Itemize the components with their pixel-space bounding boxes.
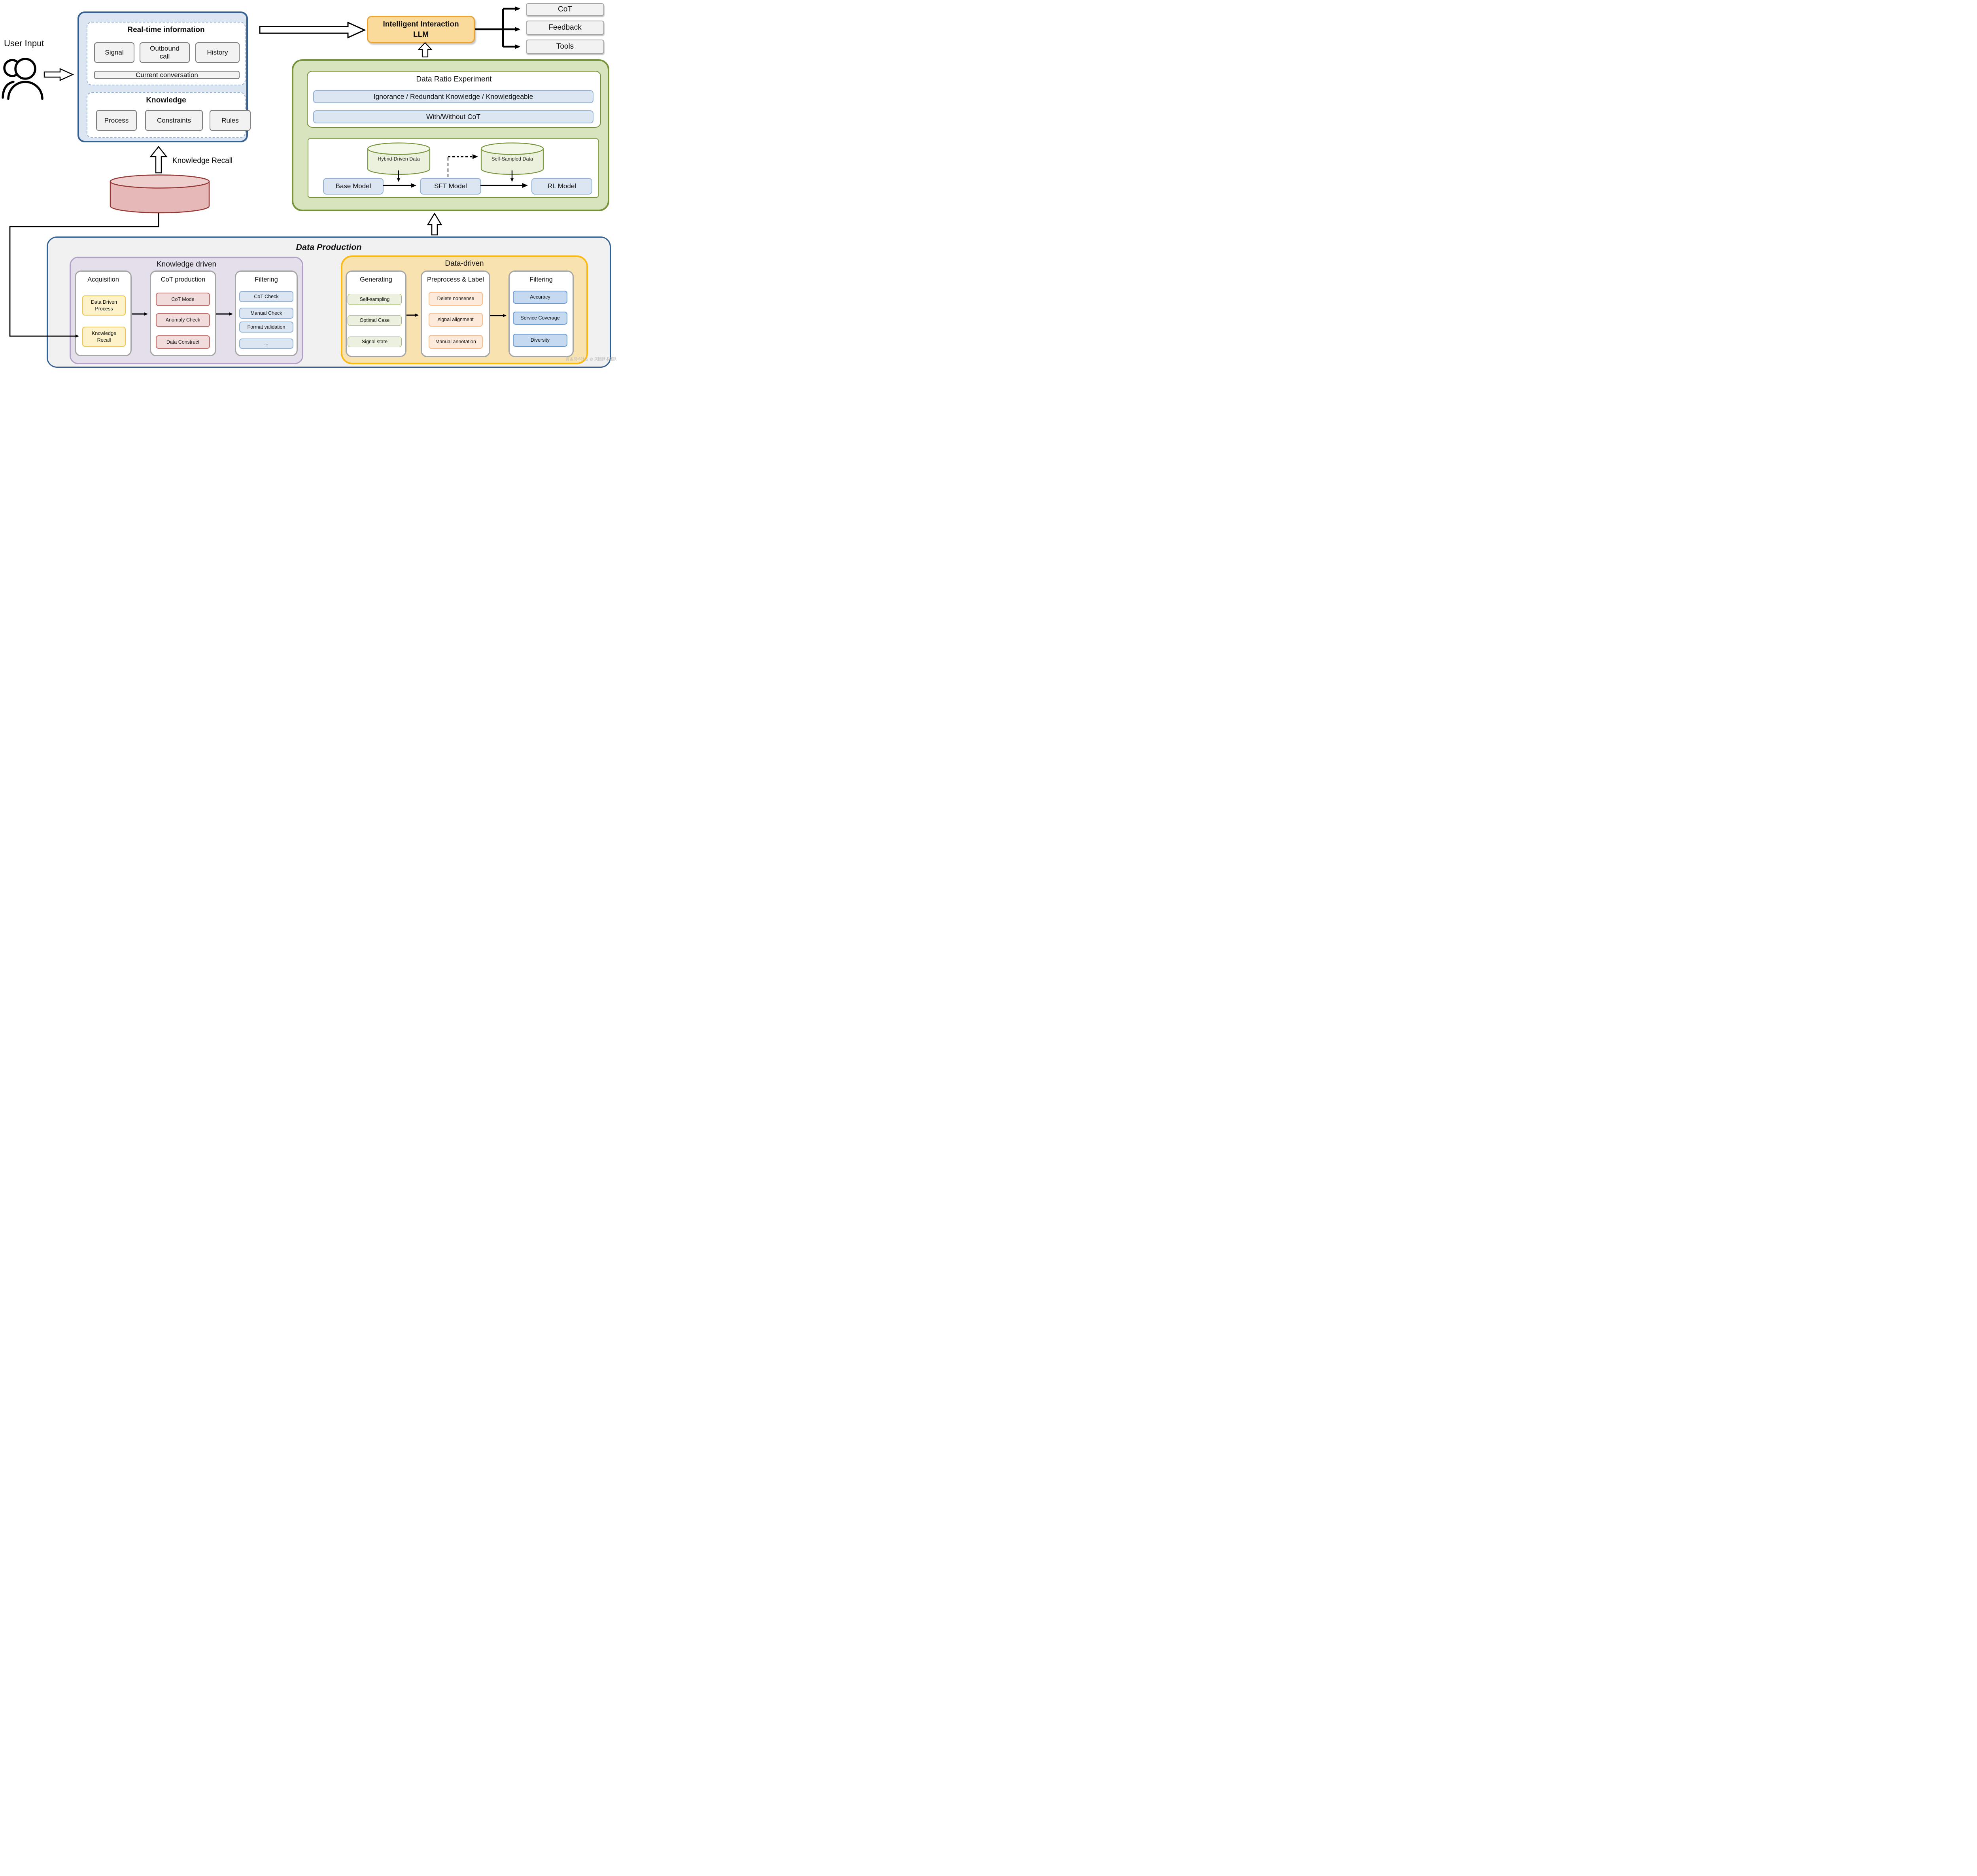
signal-state-box: Signal state — [348, 337, 402, 347]
cot-mode-box: CoT Mode — [156, 293, 210, 306]
data-production-title: Data Production — [296, 242, 362, 252]
knowledge-recall-box: Knowledge Recall — [82, 327, 126, 347]
experiment-settings-box: Data Ratio Experiment Ignorance / Redund… — [307, 71, 601, 128]
output-cot-box: CoT — [526, 3, 604, 16]
anomaly-check-box: Anomaly Check — [156, 313, 210, 327]
production-to-experiment-arrow — [427, 212, 442, 236]
llm-box: Intelligent Interaction LLM — [367, 16, 475, 43]
llm-title-line1: Intelligent Interaction — [383, 20, 459, 28]
llm-output-branches — [475, 6, 520, 49]
experiment-bar-cot: With/Without CoT — [313, 110, 593, 123]
rules-box: Rules — [210, 110, 251, 131]
sft-model-box: SFT Model — [420, 178, 481, 195]
delete-nonsense-box: Delete nonsense — [429, 292, 483, 306]
optimal-case-box: Optimal Case — [348, 315, 402, 326]
watermark: 掘金技术社区 @ 美团技术团队 — [566, 357, 617, 361]
format-validation-box: Format validation — [239, 321, 293, 333]
knowledge-recall-label: Knowledge Recall — [172, 157, 233, 165]
output-tools-box: Tools — [526, 40, 604, 54]
realtime-section: Real-time information Signal Outbound ca… — [87, 22, 246, 85]
more-filters-box: ... — [239, 339, 293, 349]
hybrid-data-label: Hybrid-Driven Data — [378, 156, 420, 162]
signal-alignment-box: signal alignment — [429, 313, 483, 327]
self-sampling-box: Self-sampling — [348, 294, 402, 305]
dd-filtering-title: Filtering — [529, 276, 553, 283]
llm-title: Intelligent Interaction LLM — [383, 19, 459, 40]
data-construct-box: Data Construct — [156, 335, 210, 349]
user-to-context-arrow — [43, 68, 74, 81]
architecture-diagram: User Input Real-time information Signal … — [0, 0, 620, 371]
llm-title-line2: LLM — [413, 30, 429, 39]
diversity-box: Diversity — [513, 334, 567, 347]
self-sampled-data-label: Self-Sampled Data — [491, 156, 533, 162]
rl-model-box: RL Model — [531, 178, 592, 195]
history-box: History — [195, 42, 240, 63]
generating-title: Generating — [360, 276, 392, 283]
manual-annotation-box: Manual annotation — [429, 335, 483, 349]
realtime-title: Real-time information — [127, 26, 205, 34]
preprocess-label-title: Preprocess & Label — [427, 276, 484, 283]
data-driven-process-box: Data Driven Process — [82, 295, 126, 316]
knowledge-driven-title: Knowledge driven — [156, 260, 217, 269]
knowledge-title: Knowledge — [146, 96, 186, 104]
knowledge-section: Knowledge Process Constraints Rules — [87, 92, 251, 138]
experiment-title: Data Ratio Experiment — [416, 75, 492, 83]
constraints-box: Constraints — [145, 110, 203, 131]
service-coverage-box: Service Coverage — [513, 312, 567, 325]
manual-check-box: Manual Check — [239, 308, 293, 319]
experiment-bar-knowledge: Ignorance / Redundant Knowledge / Knowle… — [313, 90, 593, 103]
user-input-label: User Input — [4, 38, 44, 48]
kd-filtering-title: Filtering — [255, 276, 278, 283]
signal-box: Signal — [94, 42, 134, 63]
accuracy-box: Accuracy — [513, 291, 567, 304]
data-driven-title: Data-driven — [445, 259, 484, 268]
cot-production-title: CoT production — [161, 276, 206, 283]
knowledge-database-label: Knowledge Database — [127, 193, 193, 201]
experiment-pipeline-box: Base Model SFT Model RL Model — [308, 138, 599, 198]
recall-up-arrow — [149, 146, 168, 174]
context-panel: Real-time information Signal Outbound ca… — [77, 11, 251, 142]
context-to-llm-arrow — [259, 21, 366, 39]
outbound-call-box: Outbound call — [140, 42, 190, 63]
process-box: Process — [96, 110, 137, 131]
cot-check-box: CoT Check — [239, 291, 293, 302]
acquisition-title: Acquisition — [87, 276, 119, 283]
users-icon — [2, 58, 43, 100]
current-conversation-bar: Current conversation — [94, 71, 240, 79]
output-feedback-box: Feedback — [526, 21, 604, 35]
experiment-to-llm-arrow — [418, 42, 433, 58]
base-model-box: Base Model — [323, 178, 384, 195]
